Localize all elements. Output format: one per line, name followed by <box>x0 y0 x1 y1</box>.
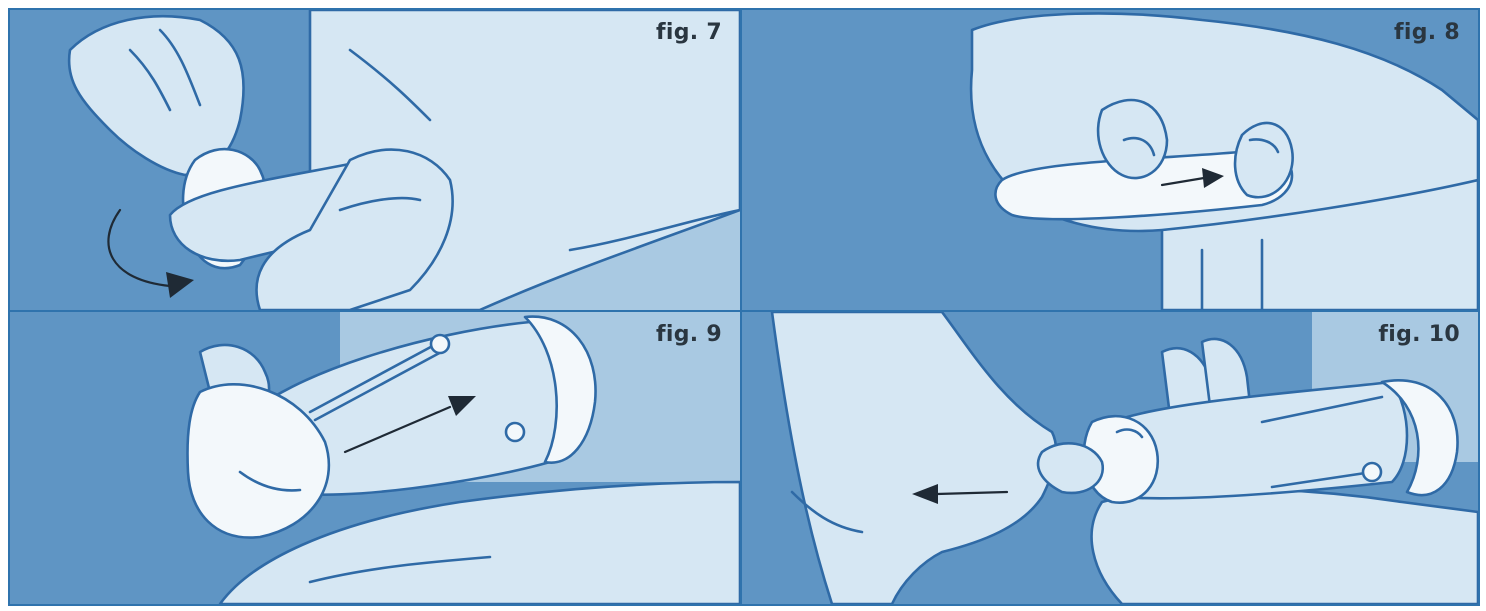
figure-7-illustration <box>10 10 740 310</box>
figure-9-illustration <box>10 312 740 604</box>
figure-panel-7: fig. 7 <box>10 10 740 310</box>
figure-panel-9: fig. 9 <box>10 312 740 604</box>
illustration-sheet: fig. 7 fig. 8 <box>8 8 1480 606</box>
figure-panel-8: fig. 8 <box>742 10 1478 310</box>
figure-8-illustration <box>742 10 1478 310</box>
figure-label: fig. 7 <box>656 20 722 45</box>
figure-panel-10: fig. 10 <box>742 312 1478 604</box>
figure-label: fig. 10 <box>1378 322 1460 347</box>
figure-10-illustration <box>742 312 1478 604</box>
figure-label: fig. 9 <box>656 322 722 347</box>
figure-label: fig. 8 <box>1394 20 1460 45</box>
